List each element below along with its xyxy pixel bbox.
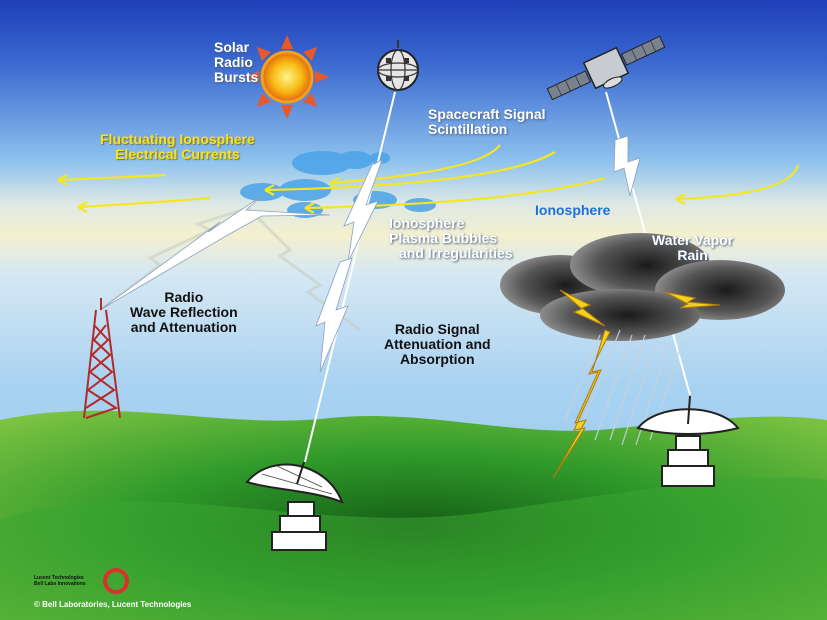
water-line-1: Water Vapor: [652, 232, 734, 248]
attenuation-line-2: Attenuation and: [384, 336, 491, 353]
label-radio-signal-attenuation: Radio Signal Attenuation and Absorption: [384, 321, 491, 368]
reflection-line-1: Radio: [164, 289, 204, 305]
plasma-line-2: Plasma Bubbles: [389, 230, 498, 247]
reflected-wave-rays: [99, 206, 361, 332]
brand-text: Lucent Technologies Bell Labs Innovation…: [34, 575, 86, 587]
plasma-line-1: Ionosphere: [389, 215, 465, 231]
attenuation-line-3: Absorption: [399, 351, 475, 368]
label-solar-radio-bursts: Solar Radio Bursts: [214, 39, 259, 86]
plasma-bubble-clouds: [240, 151, 436, 218]
copyright-line: © Bell Laboratories, Lucent Technologies: [34, 600, 192, 609]
label-fluctuating-ionosphere: Fluctuating Ionosphere Electrical Curren…: [100, 131, 255, 163]
brand-line-1: Lucent Technologies: [34, 575, 84, 581]
label-radio-wave-reflection: Radio Wave Reflection and Attenuation: [130, 289, 238, 336]
radio-tower-icon: [83, 298, 121, 419]
attenuation-line-1: Radio Signal: [394, 321, 480, 337]
ionosphere-text: Ionosphere: [535, 202, 611, 218]
solar-line-2: Radio: [214, 54, 253, 71]
brand-line-2: Bell Labs Innovations: [34, 580, 86, 587]
solar-line-3: Bursts: [214, 69, 259, 86]
label-spacecraft-scintillation: Spacecraft Signal Scintillation: [428, 106, 546, 138]
sun-icon: [245, 35, 329, 119]
spacecraft-line-1: Spacecraft Signal: [428, 106, 546, 122]
dish-antenna-left-icon: [245, 461, 344, 551]
water-line-2: Rain: [677, 247, 708, 264]
spacecraft-sphere-icon: [377, 40, 419, 91]
ionosphere-current-arrows: [57, 144, 800, 214]
reflection-line-3: and Attenuation: [130, 319, 237, 336]
label-ionosphere: Ionosphere: [535, 202, 611, 218]
reflection-line-2: Wave Reflection: [130, 304, 238, 321]
label-water-vapor-rain: Water Vapor Rain: [652, 232, 734, 264]
dish-antenna-right-icon: [636, 395, 740, 487]
fluctuating-line-1: Fluctuating Ionosphere: [100, 131, 255, 147]
foreground-hill: [0, 477, 827, 620]
copyright-text: © Bell Laboratories, Lucent Technologies: [34, 600, 192, 610]
plasma-line-3: and Irregularities: [399, 245, 513, 262]
solar-line-1: Solar: [214, 39, 250, 55]
fluctuating-line-2: Electrical Currents: [115, 146, 240, 163]
label-plasma-bubbles: Ionosphere Plasma Bubbles and Irregulari…: [389, 215, 513, 262]
satellite-icon: [546, 35, 666, 101]
spacecraft-line-2: Scintillation: [428, 121, 508, 138]
lightning-bolts: [552, 289, 721, 479]
lucent-logo-icon: [103, 568, 129, 594]
